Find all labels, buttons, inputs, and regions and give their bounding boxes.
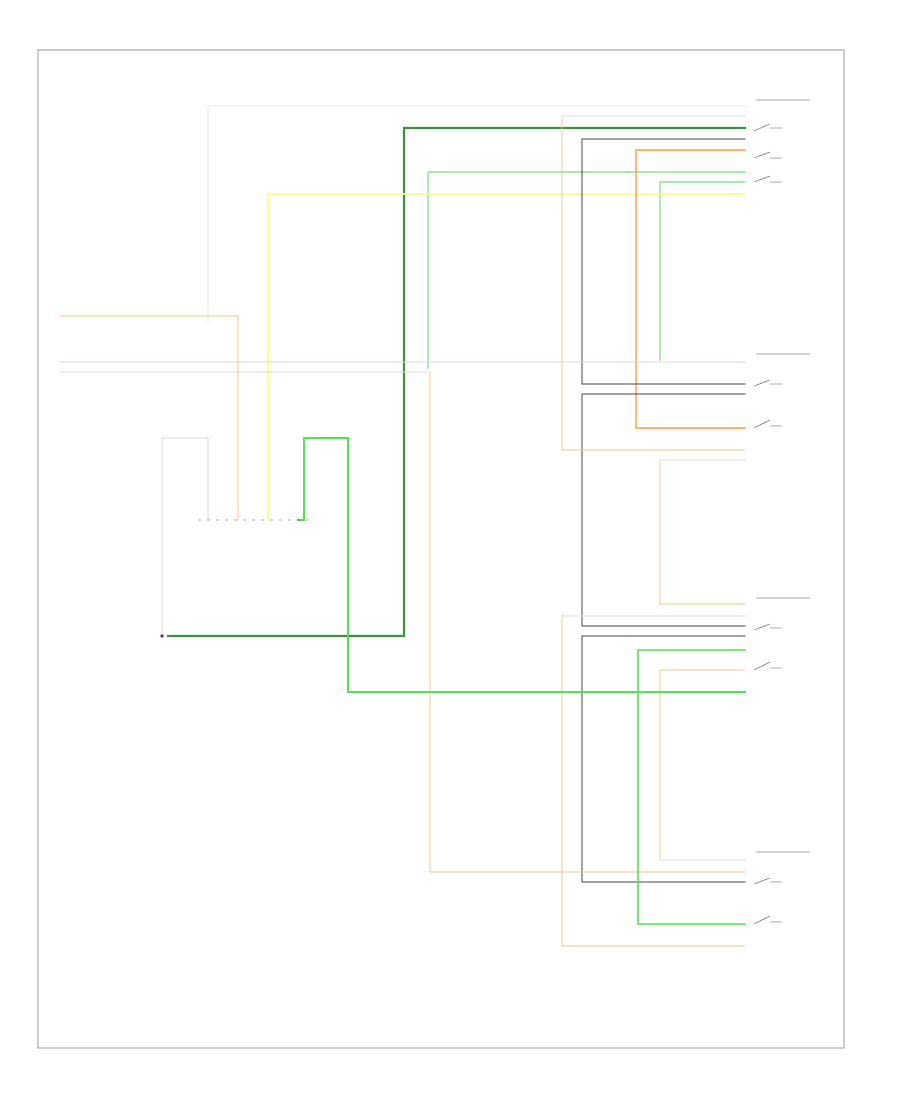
switch-3b — [753, 661, 782, 671]
wire-tan-b — [659, 461, 746, 605]
switch-2a — [753, 379, 782, 387]
switch-2b — [753, 419, 782, 429]
wire-orange — [635, 149, 746, 429]
wire-bright-green-b — [637, 649, 746, 925]
switch-1b — [753, 151, 782, 159]
wire-tan-c — [429, 371, 746, 873]
switch-group-1 — [753, 99, 810, 183]
switch-group-4 — [753, 851, 810, 925]
wire-bright-green-a — [297, 437, 746, 693]
wire-light-gray-a — [161, 437, 209, 637]
wire-tan-left — [59, 315, 239, 521]
ground-junction — [160, 634, 164, 638]
wire-gray-a — [581, 138, 746, 385]
wire-light-green-a — [427, 171, 746, 369]
wire-tan-d — [659, 669, 746, 861]
wire-tan-e — [561, 613, 746, 947]
switch-1c — [753, 175, 782, 183]
switch-group-3 — [753, 597, 810, 671]
wire-light-green-b — [659, 181, 746, 361]
switch-4b — [753, 915, 782, 925]
wire-dark-green — [166, 126, 747, 638]
switch-4a — [753, 877, 782, 885]
wire-top-light — [207, 105, 746, 323]
switch-3a — [753, 623, 782, 631]
switch-1a — [753, 123, 782, 132]
switch-group-2 — [753, 353, 810, 429]
diagram-frame — [37, 49, 845, 1049]
wire-tan-vertical — [561, 117, 746, 451]
wire-yellow — [267, 193, 746, 521]
wire-gray-b — [581, 393, 746, 627]
wire-gray-c — [581, 635, 746, 883]
